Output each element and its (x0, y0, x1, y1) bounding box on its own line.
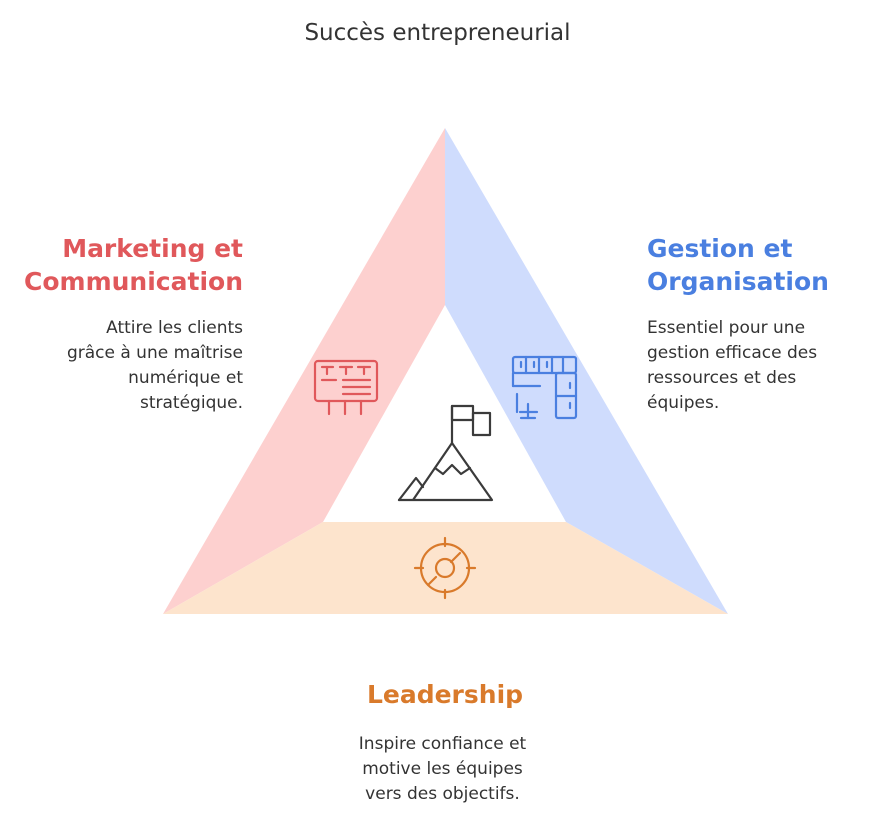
gestion-description: Essentiel pour une gestion efficace des … (647, 318, 818, 413)
leadership-segment (163, 522, 728, 614)
leadership-heading: Leadership (366, 680, 524, 709)
billboard-icon (313, 359, 379, 416)
marketing-description: Attire les clients grâce à une maîtrise … (66, 318, 243, 413)
target-icon (413, 536, 477, 600)
office-layout-icon (511, 355, 578, 420)
marketing-heading: Marketing et Communication (24, 234, 243, 296)
gestion-segment (445, 128, 728, 614)
mountain-flag-icon (397, 404, 494, 502)
gestion-heading: Gestion et Organisation (647, 234, 829, 296)
leadership-description: Inspire confiance et motive les équipes … (358, 734, 527, 804)
marketing-segment (163, 128, 445, 614)
diagram-title: Succès entrepreneurial (304, 20, 571, 46)
